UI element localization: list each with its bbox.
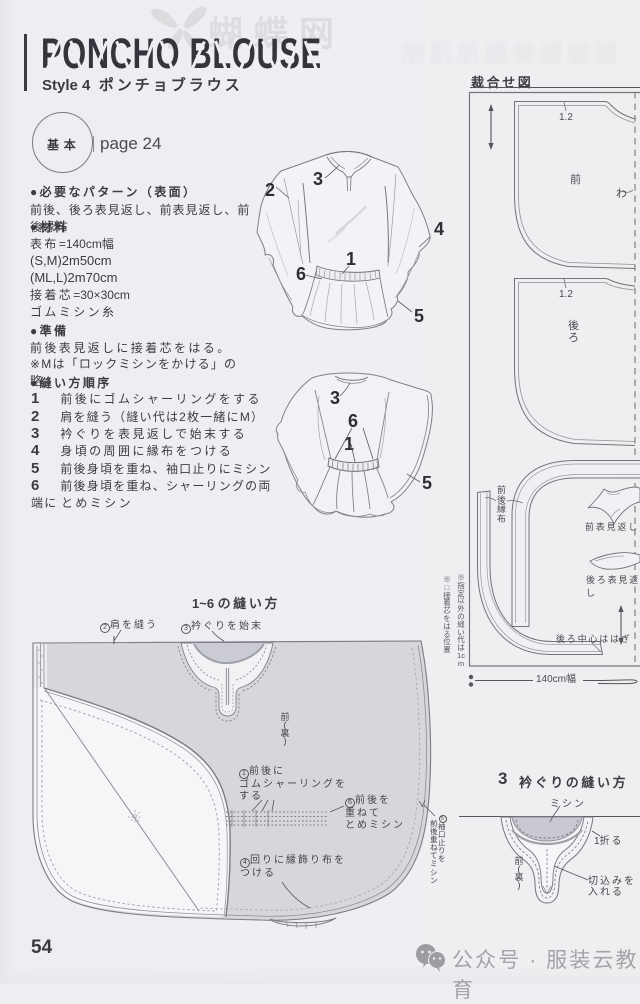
svg-text:6: 6 <box>348 411 358 431</box>
svg-text:5: 5 <box>422 473 432 493</box>
svg-text:3: 3 <box>313 169 323 189</box>
svg-text:5: 5 <box>414 306 424 326</box>
svg-text:1: 1 <box>344 434 354 454</box>
svg-text:3: 3 <box>330 388 340 408</box>
svg-text:2: 2 <box>265 180 275 200</box>
svg-text:4: 4 <box>434 219 444 239</box>
svg-text:1: 1 <box>346 249 356 269</box>
svg-text:6: 6 <box>296 264 306 284</box>
